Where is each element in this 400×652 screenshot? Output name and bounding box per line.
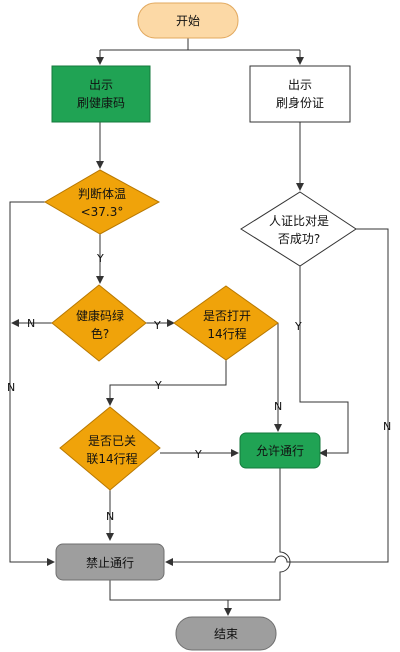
temperature-line-2: <37.3° bbox=[81, 205, 124, 219]
edge-face-yes bbox=[299, 262, 349, 457]
start-label: 开始 bbox=[176, 14, 200, 28]
node-check-trip-card: 是否打开 14行程 bbox=[173, 285, 279, 361]
edge-allow-join bbox=[228, 468, 291, 601]
label-trip-no: N bbox=[274, 400, 282, 413]
node-show-health-code: 出示 刷健康码 bbox=[51, 65, 151, 123]
id-card-line-1: 出示 bbox=[288, 78, 312, 92]
label-green-yes: Y bbox=[153, 319, 161, 332]
label-face-yes: Y bbox=[294, 320, 302, 333]
trip-line-1: 是否打开 bbox=[203, 309, 251, 323]
label-face-no: N bbox=[383, 420, 391, 433]
label-temperature-no: N bbox=[7, 381, 15, 394]
id-card-line-2: 刷身份证 bbox=[276, 95, 324, 110]
node-show-id-card: 出示 刷身份证 bbox=[249, 65, 351, 123]
label-green-no: N bbox=[27, 317, 35, 330]
end-label: 结束 bbox=[214, 627, 238, 641]
node-start: 开始 bbox=[137, 2, 239, 39]
node-check-trip-linked: 是否已关 联14行程 bbox=[59, 406, 161, 491]
edge-trip-yes bbox=[106, 360, 227, 406]
edge-face-no bbox=[165, 228, 389, 566]
green-line-1: 健康码绿 bbox=[76, 308, 124, 323]
face-line-2: 否成功? bbox=[278, 232, 320, 246]
edge-start-split bbox=[100, 38, 300, 51]
node-check-health-code-green: 健康码绿 色? bbox=[51, 284, 147, 362]
linked-line-1: 是否已关 bbox=[88, 434, 136, 448]
deny-label: 禁止通行 bbox=[86, 556, 134, 570]
temperature-line-1: 判断体温 bbox=[78, 186, 126, 201]
label-trip-yes: Y bbox=[154, 379, 162, 392]
node-check-temperature: 判断体温 <37.3° bbox=[44, 169, 161, 235]
node-end: 结束 bbox=[175, 616, 277, 651]
allow-label: 允许通行 bbox=[256, 443, 304, 458]
label-temperature-yes: Y bbox=[96, 252, 104, 265]
node-deny-pass: 禁止通行 bbox=[55, 543, 165, 581]
node-allow-pass: 允许通行 bbox=[239, 432, 321, 469]
edge-deny-join bbox=[109, 580, 228, 601]
linked-line-2: 联14行程 bbox=[86, 451, 137, 466]
label-linked-yes: Y bbox=[194, 448, 202, 461]
green-line-2: 色? bbox=[91, 327, 109, 341]
trip-line-2: 14行程 bbox=[207, 326, 246, 341]
health-code-line-2: 刷健康码 bbox=[77, 95, 125, 110]
health-code-line-1: 出示 bbox=[89, 78, 113, 92]
node-face-id-match: 人证比对是 否成功? bbox=[240, 191, 357, 267]
edge-temperature-no bbox=[9, 201, 55, 566]
face-line-1: 人证比对是 bbox=[269, 214, 329, 228]
label-linked-no: N bbox=[106, 510, 114, 523]
